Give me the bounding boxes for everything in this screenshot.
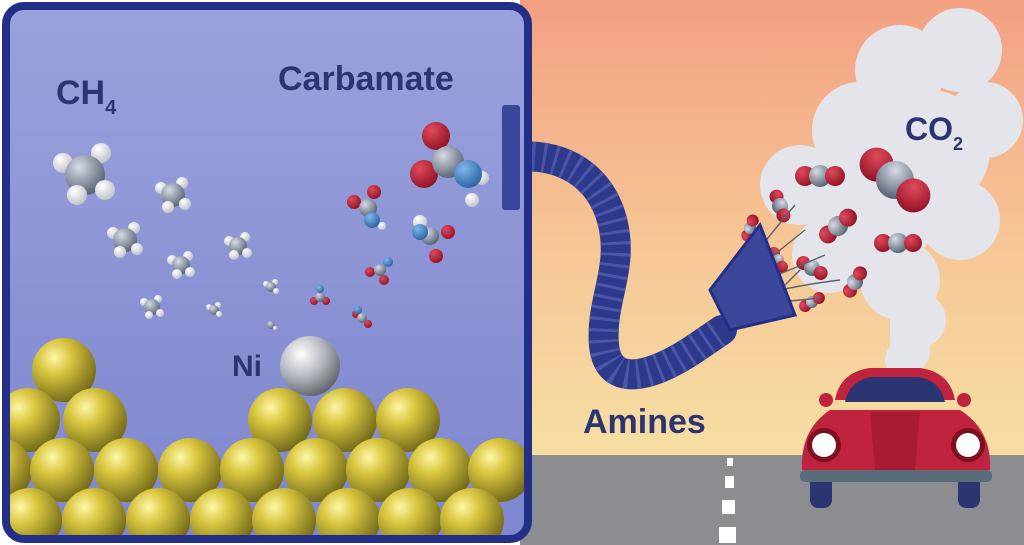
nickel-label: Ni [232, 350, 262, 383]
panel-frame [2, 2, 532, 543]
vacuum-nozzle [708, 221, 798, 342]
catalyst-panel [2, 2, 532, 543]
co2-label: CO2 [905, 111, 963, 154]
co2-molecules [741, 147, 931, 312]
hose-connector [502, 105, 520, 210]
amines-label: Amines [583, 403, 706, 441]
road-markings [719, 458, 736, 543]
car [800, 368, 992, 508]
methane-molecules [53, 143, 279, 330]
nickel-atom [280, 336, 340, 396]
hose-ribs [507, 141, 731, 390]
methane-label: CH4 [56, 74, 117, 119]
carbamate-label: Carbamate [278, 60, 454, 98]
carbamate-molecules [310, 122, 489, 328]
